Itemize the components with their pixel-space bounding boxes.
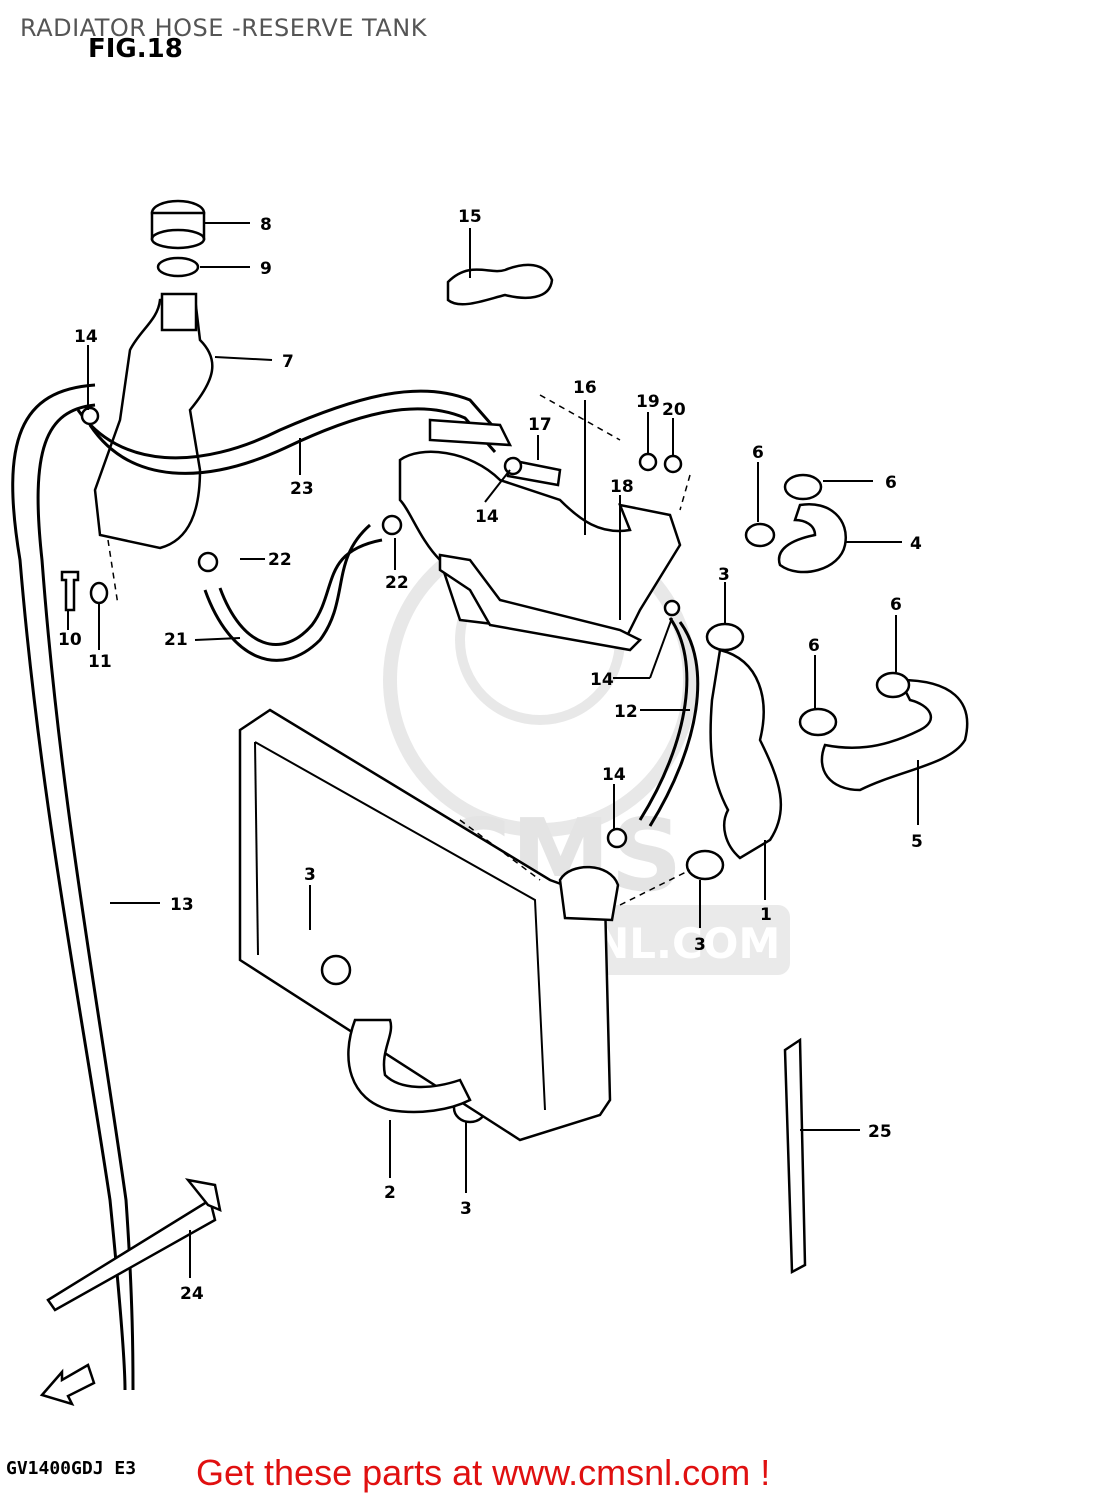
tank-to-radiator-hose [76,389,507,460]
callout-numbers: 8 9 7 14 15 16 17 18 19 20 14 23 22 22 1… [58,207,923,1304]
nut-14b [503,456,523,476]
upper-bracket [428,418,513,447]
strap-24-hook [184,1178,222,1213]
callout-10: 10 [58,630,82,650]
nut-14a [80,406,100,426]
callout-14-a: 14 [74,327,98,347]
callout-23: 23 [290,479,314,499]
callout-17: 17 [528,415,552,435]
routing-line-2 [539,394,621,441]
lower-radiator-hose [347,1018,472,1114]
reserve-tank-cap [150,199,206,250]
tank-drain-hose [203,523,371,662]
callout-14-d: 14 [602,765,626,785]
upper-radiator-hose [709,648,783,860]
callout-6-a: 6 [752,443,764,463]
callout-3-c: 3 [304,865,316,885]
callout-14-b: 14 [475,507,499,527]
bolt-10 [60,570,80,612]
callout-8: 8 [260,215,272,235]
callout-24: 24 [180,1284,204,1304]
callout-16: 16 [573,378,597,398]
clamp-6b [744,522,776,548]
strap-25 [783,1037,807,1275]
routing-line-4 [619,869,691,906]
clamp-6c [875,671,911,699]
callout-14-c: 14 [590,670,614,690]
callout-1: 1 [760,905,772,925]
reserve-tank [93,296,214,550]
callout-25: 25 [868,1122,892,1142]
callout-15: 15 [458,207,482,227]
radiator [238,708,620,1142]
nut-14c [663,599,681,617]
bypass-hose [638,617,689,821]
clamp-6a [783,473,823,501]
callout-9: 9 [260,259,272,279]
leader-lines [67,222,919,1278]
callout-3-b: 3 [694,935,706,955]
hose-clamp-15 [446,263,554,306]
diagram-title: RADIATOR HOSE -RESERVE TANK [20,14,427,42]
grommet-19 [638,452,658,472]
callout-12: 12 [614,702,638,722]
hose-5 [820,678,969,792]
hose-4 [777,502,848,574]
bypass-hose-inner [648,621,700,827]
clamp-3a [705,622,745,652]
get-parts-link[interactable]: Get these parts at www.cmsnl.com ! [196,1452,771,1493]
callout-5: 5 [911,832,923,852]
clamp-3b [685,849,725,881]
overflow-hose [11,383,127,1391]
clamp-6d [798,707,838,737]
callout-22-a: 22 [268,550,292,570]
tank-drain-hose-inner [218,538,383,646]
callout-18: 18 [610,477,634,497]
clip-22b [381,514,403,536]
clip-22a [197,551,219,573]
lower-bracket [438,553,643,652]
reserve-tank-neck [160,292,198,332]
nut-14d [606,827,628,849]
callout-22-b: 22 [385,573,409,593]
tank-to-radiator-hose-inner [88,407,497,475]
callout-6-d: 6 [808,636,820,656]
front-direction-arrow [39,1363,96,1407]
routing-line-3 [679,474,691,511]
callout-19: 19 [636,392,660,412]
callout-13: 13 [170,895,194,915]
callout-3-d: 3 [460,1199,472,1219]
callout-11: 11 [88,652,112,672]
callout-6-c: 6 [890,595,902,615]
callout-21: 21 [164,630,188,650]
model-code: GV1400GDJ E3 [6,1458,137,1479]
callout-6-b: 6 [885,473,897,493]
routing-line-1 [107,539,119,606]
overflow-hose-inner [36,403,135,1391]
figure-number: FIG.18 [88,34,183,64]
washer-20 [663,454,683,474]
callout-20: 20 [662,400,686,420]
callout-4: 4 [910,534,922,554]
cap-gasket [156,256,200,278]
strap-24 [46,1198,217,1312]
washer-11 [89,581,109,605]
callout-3-a: 3 [718,565,730,585]
bracket-assembly [398,450,682,642]
callout-7: 7 [282,352,294,372]
routing-line-5 [459,819,541,881]
callout-2: 2 [384,1183,396,1203]
